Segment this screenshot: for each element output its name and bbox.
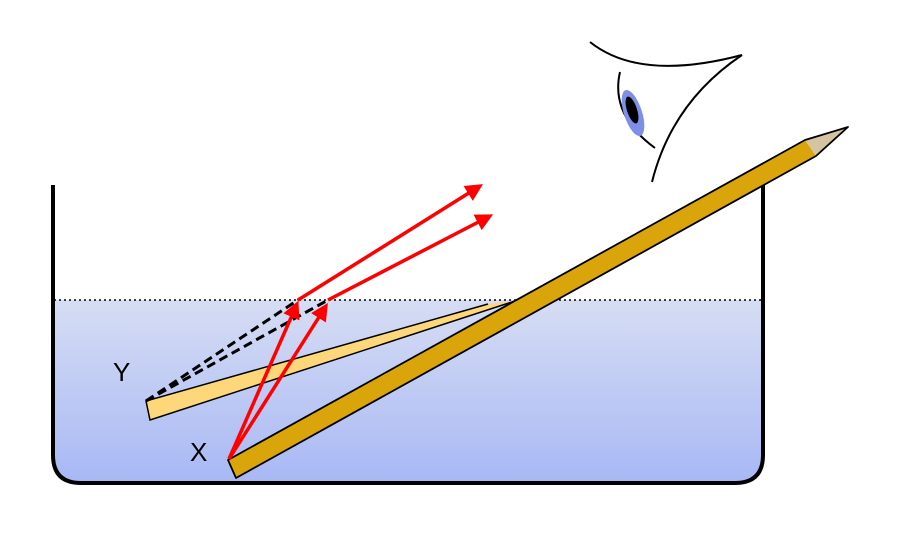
apparent-pencil-outline <box>145 300 516 421</box>
eye-upper-lid <box>589 41 743 67</box>
underwater-ray-2 <box>227 303 328 460</box>
dashed-line-1 <box>145 298 299 403</box>
underwater-ray-1 <box>227 300 300 460</box>
container <box>51 185 765 485</box>
pencil-tip <box>805 127 848 156</box>
eye-icon <box>589 41 743 183</box>
eye-lower-lid <box>651 54 743 183</box>
air-ray-2 <box>327 214 494 302</box>
label-x: X <box>190 437 207 467</box>
eye-pupil <box>625 96 639 124</box>
air-ray-1 <box>297 184 483 302</box>
pencil-body <box>228 140 816 478</box>
label-y: Y <box>113 357 130 387</box>
pencil-outline <box>227 126 849 479</box>
